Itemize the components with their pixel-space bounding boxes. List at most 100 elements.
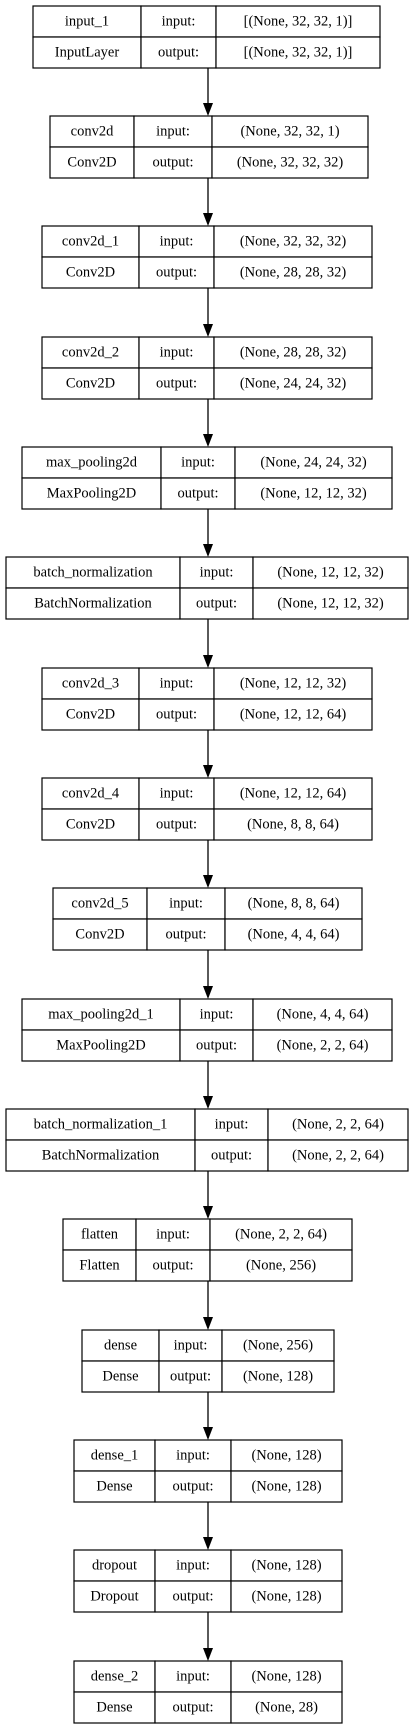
layer-type: Dense	[102, 1369, 138, 1385]
edge-arrow	[203, 619, 213, 668]
input-shape: (None, 256)	[243, 1338, 313, 1354]
input-label: input:	[200, 565, 234, 581]
output-shape: (None, 2, 2, 64)	[277, 1038, 369, 1054]
edge-arrow	[203, 1281, 213, 1330]
layer-name: batch_normalization	[33, 565, 153, 581]
layer-type: Dense	[96, 1700, 132, 1716]
output-label: output:	[156, 376, 197, 392]
layer-name: dropout	[92, 1558, 137, 1574]
edge-arrow	[203, 399, 213, 447]
input-label: input:	[156, 124, 190, 140]
input-shape: (None, 2, 2, 64)	[235, 1227, 327, 1243]
edge-arrow	[203, 950, 213, 999]
layer-name: conv2d_1	[62, 234, 119, 250]
layer-name: conv2d_3	[62, 676, 119, 692]
input-shape: (None, 128)	[251, 1669, 321, 1685]
layer-name: conv2d_2	[62, 345, 119, 361]
output-label: output:	[156, 265, 197, 281]
input-shape: (None, 12, 12, 64)	[240, 786, 346, 802]
input-shape: (None, 128)	[251, 1448, 321, 1464]
output-label: output:	[172, 1700, 213, 1716]
layer-type: MaxPooling2D	[56, 1038, 145, 1054]
input-shape: (None, 32, 32, 32)	[240, 234, 346, 250]
edge-arrow	[203, 509, 213, 557]
edge-arrow	[203, 1502, 213, 1550]
input-label: input:	[160, 676, 194, 692]
edge-arrow	[203, 1392, 213, 1440]
input-label: input:	[169, 896, 203, 912]
output-shape: (None, 128)	[251, 1589, 321, 1605]
layer-type: Flatten	[79, 1258, 120, 1274]
output-label: output:	[196, 596, 237, 612]
input-label: input:	[215, 1117, 249, 1133]
input-shape: [(None, 32, 32, 1)]	[244, 14, 353, 30]
output-shape: (None, 128)	[251, 1479, 321, 1495]
layer-name: flatten	[81, 1227, 119, 1243]
input-shape: (None, 32, 32, 1)	[240, 124, 339, 140]
layer-name: conv2d_5	[71, 896, 128, 912]
input-label: input:	[160, 345, 194, 361]
layer-name: max_pooling2d_1	[48, 1007, 154, 1023]
input-label: input:	[181, 455, 215, 471]
output-label: output:	[196, 1038, 237, 1054]
layer-name: max_pooling2d	[46, 455, 138, 471]
edge-arrow	[203, 1171, 213, 1219]
layer-name: batch_normalization_1	[34, 1117, 168, 1133]
edge-arrow	[203, 1061, 213, 1109]
output-label: output:	[172, 1589, 213, 1605]
layer-name: input_1	[65, 14, 109, 30]
input-shape: (None, 12, 12, 32)	[277, 565, 383, 581]
input-label: input:	[162, 14, 196, 30]
layer-name: conv2d_4	[62, 786, 120, 802]
input-label: input:	[160, 786, 194, 802]
layer-name: dense_2	[91, 1669, 139, 1685]
output-shape: (None, 32, 32, 32)	[237, 155, 343, 171]
layer-type: Conv2D	[66, 376, 115, 392]
output-shape: (None, 12, 12, 64)	[240, 707, 346, 723]
layer-name: dense_1	[91, 1448, 139, 1464]
output-shape: (None, 4, 4, 64)	[248, 927, 340, 943]
layer-type: BatchNormalization	[34, 596, 152, 612]
layer-name: dense	[104, 1338, 137, 1354]
output-label: output:	[158, 45, 199, 61]
input-shape: (None, 8, 8, 64)	[248, 896, 340, 912]
layer-type: MaxPooling2D	[47, 486, 136, 502]
output-shape: (None, 28, 28, 32)	[240, 265, 346, 281]
input-label: input:	[160, 234, 194, 250]
output-label: output:	[177, 486, 218, 502]
input-label: input:	[176, 1448, 210, 1464]
edge-arrow	[203, 178, 213, 226]
layer-type: Conv2D	[75, 927, 124, 943]
edge-arrow	[203, 840, 213, 888]
edge-arrow	[203, 1612, 213, 1661]
layer-name: conv2d	[71, 124, 114, 140]
input-shape: (None, 24, 24, 32)	[260, 455, 366, 471]
output-shape: (None, 256)	[246, 1258, 316, 1274]
layer-type: Conv2D	[67, 155, 116, 171]
layer-type: Dropout	[90, 1589, 138, 1605]
output-label: output:	[211, 1148, 252, 1164]
input-label: input:	[176, 1669, 210, 1685]
output-shape: (None, 8, 8, 64)	[247, 817, 339, 833]
output-label: output:	[156, 817, 197, 833]
input-label: input:	[176, 1558, 210, 1574]
input-shape: (None, 12, 12, 32)	[240, 676, 346, 692]
layer-type: BatchNormalization	[42, 1148, 160, 1164]
layer-type: Dense	[96, 1479, 132, 1495]
output-shape: (None, 24, 24, 32)	[240, 376, 346, 392]
input-label: input:	[200, 1007, 234, 1023]
edge-arrow	[203, 68, 213, 116]
input-label: input:	[156, 1227, 190, 1243]
